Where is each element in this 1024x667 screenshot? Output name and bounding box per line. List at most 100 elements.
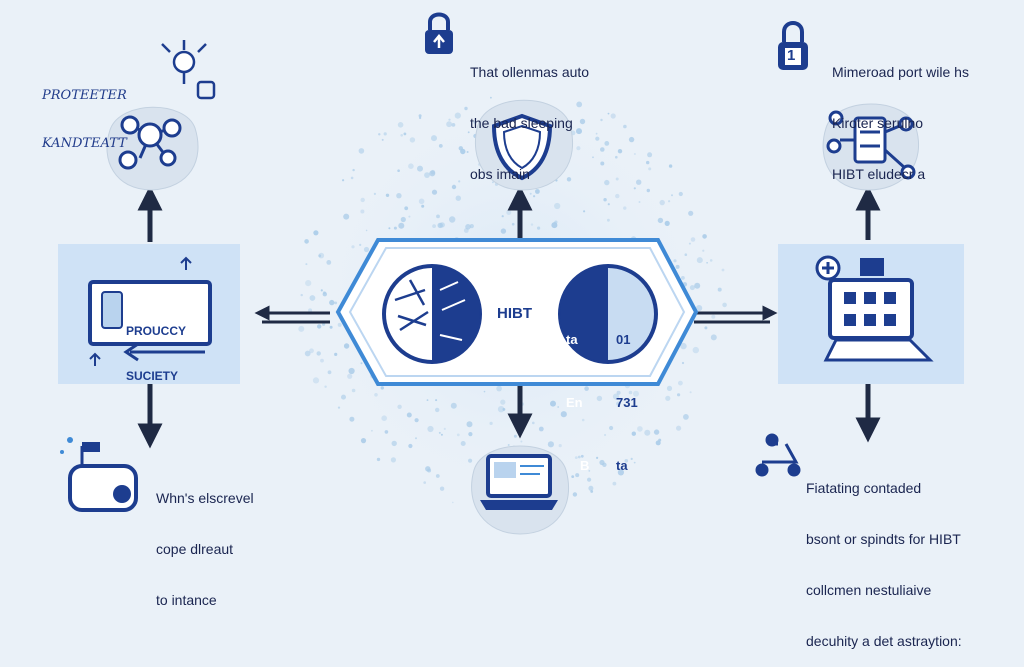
caption-line: decuhity a det astraytion: (806, 633, 962, 649)
halo-dot (380, 386, 384, 390)
halo-dot (631, 431, 636, 436)
halo-dot (309, 348, 314, 354)
halo-dot (446, 121, 452, 128)
halo-dot (384, 430, 389, 434)
halo-dot (630, 457, 633, 460)
halo-dot (473, 120, 476, 124)
halo-dot (604, 433, 607, 437)
halo-dot (348, 367, 355, 375)
halo-dot (533, 195, 536, 198)
halo-dot (500, 228, 507, 234)
halo-dot (397, 169, 400, 172)
halo-dot (616, 401, 621, 407)
connector-arrows (137, 185, 881, 449)
halo-dot (431, 189, 438, 195)
halo-dot (451, 123, 456, 127)
data-value: 731 (616, 395, 638, 410)
halo-dot (668, 164, 673, 168)
caption-line: PROTEETER (42, 88, 127, 103)
halo-dot (644, 429, 651, 436)
halo-dot (610, 113, 616, 119)
halo-dot (616, 390, 621, 395)
halo-dot (689, 285, 695, 291)
halo-dot (347, 373, 353, 379)
halo-dot (430, 169, 436, 175)
halo-dot (551, 222, 558, 229)
top-left-caption: PROTEETER KANDTEATT (42, 56, 127, 168)
node-bottom-center (471, 445, 570, 535)
halo-dot (360, 209, 365, 214)
data-value: ta (566, 332, 578, 347)
caption-line: the bad sleeping (470, 115, 573, 131)
halo-dot (511, 222, 515, 226)
halo-dot (316, 351, 321, 356)
halo-dot (680, 342, 687, 350)
halo-dot (426, 399, 429, 401)
halo-dot (535, 189, 540, 194)
halo-dot (704, 326, 708, 330)
halo-dot (683, 414, 689, 420)
halo-dot (628, 136, 635, 143)
halo-dot (673, 259, 677, 263)
halo-dot (454, 112, 461, 119)
diagram-canvas (58, 12, 964, 535)
halo-dot (466, 151, 469, 153)
grid-cell (844, 292, 856, 304)
halo-dot (623, 206, 627, 210)
halo-dot (363, 246, 370, 253)
halo-dot (507, 444, 510, 446)
halo-dot (588, 470, 591, 472)
halo-dot (628, 390, 633, 395)
halo-dot (688, 242, 691, 245)
halo-dot (717, 287, 722, 292)
halo-dot (443, 427, 446, 430)
data-value: 01 (616, 332, 631, 347)
halo-dot (440, 433, 443, 436)
halo-dot (557, 406, 560, 408)
halo-dot (603, 198, 607, 202)
halo-dot (318, 254, 322, 258)
halo-dot (612, 481, 617, 486)
halo-dot (678, 191, 683, 197)
network-nodes-icon (118, 115, 182, 170)
halo-dot (397, 122, 404, 128)
halo-dot (655, 440, 661, 446)
halo-dot (403, 132, 407, 136)
halo-dot (305, 263, 308, 266)
halo-dot (390, 457, 396, 463)
grid-cell (884, 314, 896, 326)
halo-dot (298, 325, 305, 332)
halo-dot (497, 406, 505, 413)
halo-dot (576, 101, 583, 108)
right-panel (778, 244, 964, 384)
halo-dot (615, 193, 620, 199)
halo-dot (358, 148, 365, 154)
halo-dot (468, 458, 473, 463)
halo-dot (600, 118, 603, 122)
halo-dot (309, 295, 316, 301)
halo-dot (523, 416, 526, 419)
halo-dot (435, 407, 440, 413)
halo-dot (624, 459, 629, 463)
halo-dot (501, 215, 504, 218)
halo-dot (334, 301, 338, 305)
halo-dot (393, 226, 397, 230)
halo-dot (360, 438, 367, 444)
halo-dot (343, 343, 350, 349)
halo-dot (599, 459, 605, 466)
halo-dot (429, 170, 436, 177)
halo-dot (633, 390, 639, 397)
caption-line: Mimeroad port wile hs (832, 64, 969, 80)
halo-dot (465, 224, 471, 230)
halo-dot (414, 418, 419, 423)
halo-dot (467, 131, 470, 134)
dashboard-grid-icon (828, 278, 914, 340)
halo-dot (381, 415, 388, 422)
halo-dot (681, 276, 685, 280)
keyboard-tray-icon (823, 338, 934, 362)
halo-dot (342, 179, 345, 182)
halo-dot (326, 260, 332, 265)
halo-dot (690, 237, 696, 242)
halo-dot (694, 282, 701, 289)
halo-dot (406, 412, 412, 418)
